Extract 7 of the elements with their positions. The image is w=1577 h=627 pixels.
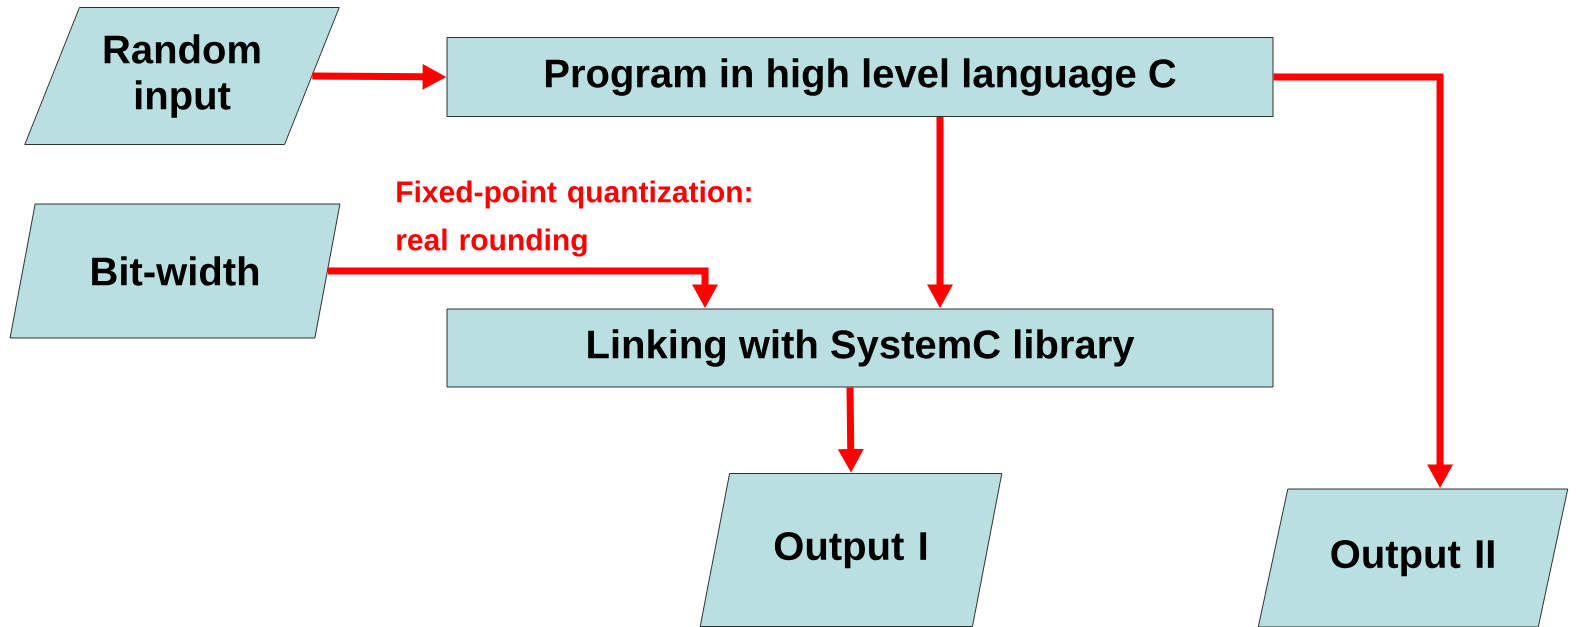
parallelogram-box: Bit-width [9,203,341,339]
parallelogram-box: Output I [699,473,1003,627]
process-box: Linking with SystemC library [446,308,1274,388]
parallelogram-box: Output II [1257,488,1569,627]
parallelogram-box: Random input [24,7,340,145]
edge-label: Fixed-point quantization: real rounding [397,180,751,257]
process-box: Program in high level language C [446,37,1274,117]
